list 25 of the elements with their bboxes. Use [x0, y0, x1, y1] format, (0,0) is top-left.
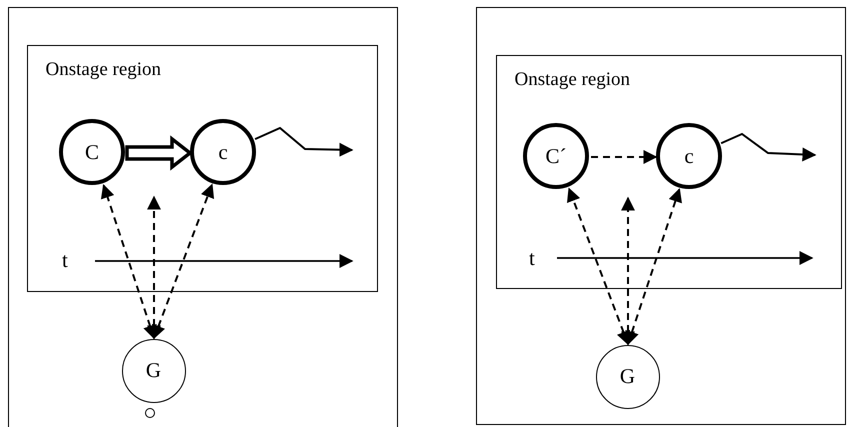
arrow — [152, 184, 214, 340]
node-label: c — [684, 146, 694, 166]
node-label: G — [620, 366, 636, 387]
arrow — [254, 126, 354, 157]
region-box — [26, 44, 378, 292]
node-label: G — [146, 360, 162, 381]
node-label: c — [218, 142, 228, 162]
axis-label: t — [529, 248, 535, 269]
arrow — [591, 150, 658, 164]
frame-box — [8, 7, 398, 427]
state-circle — [144, 408, 154, 418]
axis-label: t — [62, 250, 68, 271]
arrow — [567, 187, 630, 346]
region-title: Onstage region — [514, 70, 630, 88]
frame-box — [476, 7, 846, 425]
node-label: C — [84, 142, 99, 162]
hollow-arrow — [125, 135, 193, 171]
arrow — [147, 196, 161, 340]
arrow — [100, 184, 157, 340]
node-label: C´ — [546, 146, 566, 166]
arrow — [625, 188, 682, 346]
region-title: Onstage region — [46, 60, 162, 78]
arrow — [720, 132, 816, 162]
arrow — [621, 196, 635, 346]
region-box — [496, 54, 842, 288]
